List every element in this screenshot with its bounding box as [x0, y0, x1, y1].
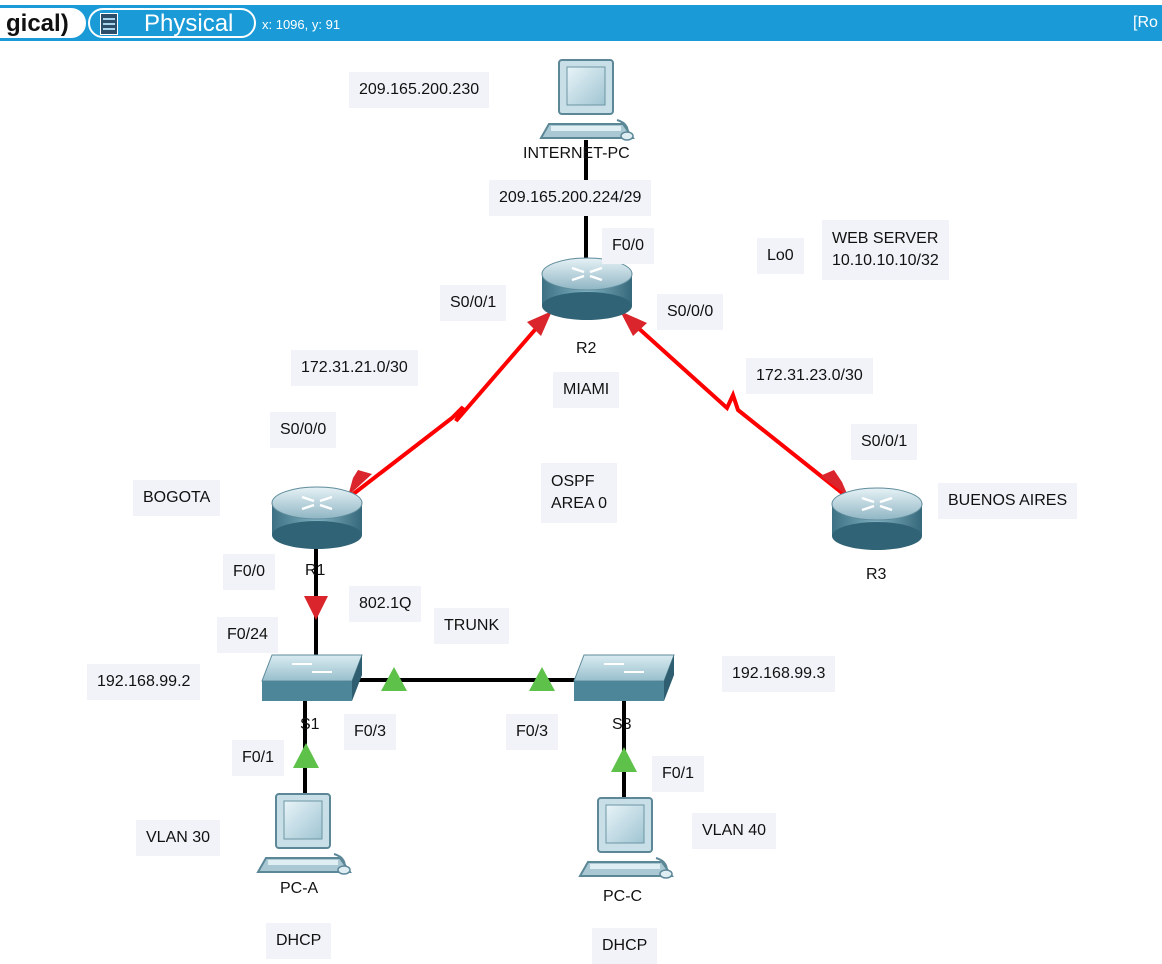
pc-c-device[interactable] — [578, 797, 674, 879]
s1-switch[interactable] — [261, 654, 363, 701]
link-r1-r2-serial[interactable] — [350, 315, 548, 497]
label-trunk[interactable]: TRUNK — [434, 608, 510, 644]
label-net-23[interactable]: 172.31.23.0/30 — [746, 358, 873, 394]
internet-pc-name: INTERNET-PC — [523, 145, 630, 162]
label-s1-f024[interactable]: F0/24 — [217, 617, 278, 653]
link-arrow-r2-s000 — [620, 311, 647, 336]
internet-pc-device[interactable] — [539, 59, 635, 141]
r3-router[interactable] — [831, 487, 923, 550]
toolbar-right-label: [Ro — [1133, 14, 1158, 31]
label-s1-f01[interactable]: F0/1 — [232, 740, 285, 776]
label-r2-s001[interactable]: S0/0/1 — [440, 285, 507, 321]
label-r1-s000[interactable]: S0/0/0 — [270, 412, 337, 448]
pc-a-device[interactable] — [256, 793, 352, 875]
label-ospf-area[interactable]: OSPF AREA 0 — [541, 463, 618, 523]
label-lo0[interactable]: Lo0 — [757, 238, 804, 274]
logical-tab[interactable]: gical) — [0, 8, 86, 38]
physical-tab[interactable]: Physical — [88, 8, 256, 38]
r1-name: R1 — [305, 562, 326, 579]
link-r2-r3-serial[interactable] — [624, 315, 848, 498]
link-up-s1-f03 — [381, 667, 407, 691]
physical-tab-label: Physical — [144, 10, 234, 37]
label-s3-f03[interactable]: F0/3 — [506, 714, 559, 750]
label-miami[interactable]: MIAMI — [553, 372, 620, 408]
link-up-s1-f01 — [293, 743, 319, 768]
label-dhcp-a[interactable]: DHCP — [266, 923, 332, 959]
physical-view-icon — [100, 13, 118, 35]
label-net-21[interactable]: 172.31.21.0/30 — [291, 350, 418, 386]
label-r2-f00[interactable]: F0/0 — [602, 228, 655, 264]
label-s1-ip[interactable]: 192.168.99.2 — [87, 664, 201, 700]
link-up-s3-f03 — [529, 667, 555, 691]
r1-router[interactable] — [271, 486, 363, 549]
label-vlan40[interactable]: VLAN 40 — [692, 813, 777, 849]
link-arrow-r1-f00 — [304, 596, 328, 620]
r2-router[interactable] — [541, 257, 633, 320]
pc-c-name: PC-C — [603, 888, 643, 905]
label-r1-f00[interactable]: F0/0 — [223, 554, 276, 590]
s3-switch[interactable] — [573, 654, 675, 701]
link-arrow-r3-s001 — [820, 470, 848, 496]
s3-name: S3 — [612, 716, 632, 733]
link-arrow-r2-s001 — [527, 311, 552, 336]
label-r3-s001[interactable]: S0/0/1 — [851, 424, 918, 460]
pc-a-name: PC-A — [280, 880, 319, 897]
label-bogota[interactable]: BOGOTA — [133, 480, 221, 516]
label-internet-net[interactable]: 209.165.200.224/29 — [489, 180, 652, 216]
s1-name: S1 — [300, 716, 320, 733]
label-web-server[interactable]: WEB SERVER 10.10.10.10/32 — [822, 220, 949, 280]
label-s1-f03[interactable]: F0/3 — [344, 714, 397, 750]
link-arrow-r1-s000 — [348, 470, 372, 496]
label-internet-ip[interactable]: 209.165.200.230 — [349, 72, 490, 108]
label-buenos-aires[interactable]: BUENOS AIRES — [938, 483, 1078, 519]
r3-name: R3 — [866, 566, 887, 583]
label-vlan30[interactable]: VLAN 30 — [136, 820, 221, 856]
label-s3-f01[interactable]: F0/1 — [652, 756, 705, 792]
label-r2-s000[interactable]: S0/0/0 — [657, 294, 724, 330]
topology-toolbar: gical) Physical x: 1096, y: 91 [Ro — [0, 5, 1162, 41]
link-up-s3-f01 — [611, 747, 637, 772]
label-dot1q[interactable]: 802.1Q — [349, 586, 422, 622]
label-s3-ip[interactable]: 192.168.99.3 — [722, 656, 836, 692]
label-dhcp-c[interactable]: DHCP — [592, 928, 658, 964]
r2-name: R2 — [576, 340, 597, 357]
cursor-coordinates: x: 1096, y: 91 — [262, 17, 341, 32]
